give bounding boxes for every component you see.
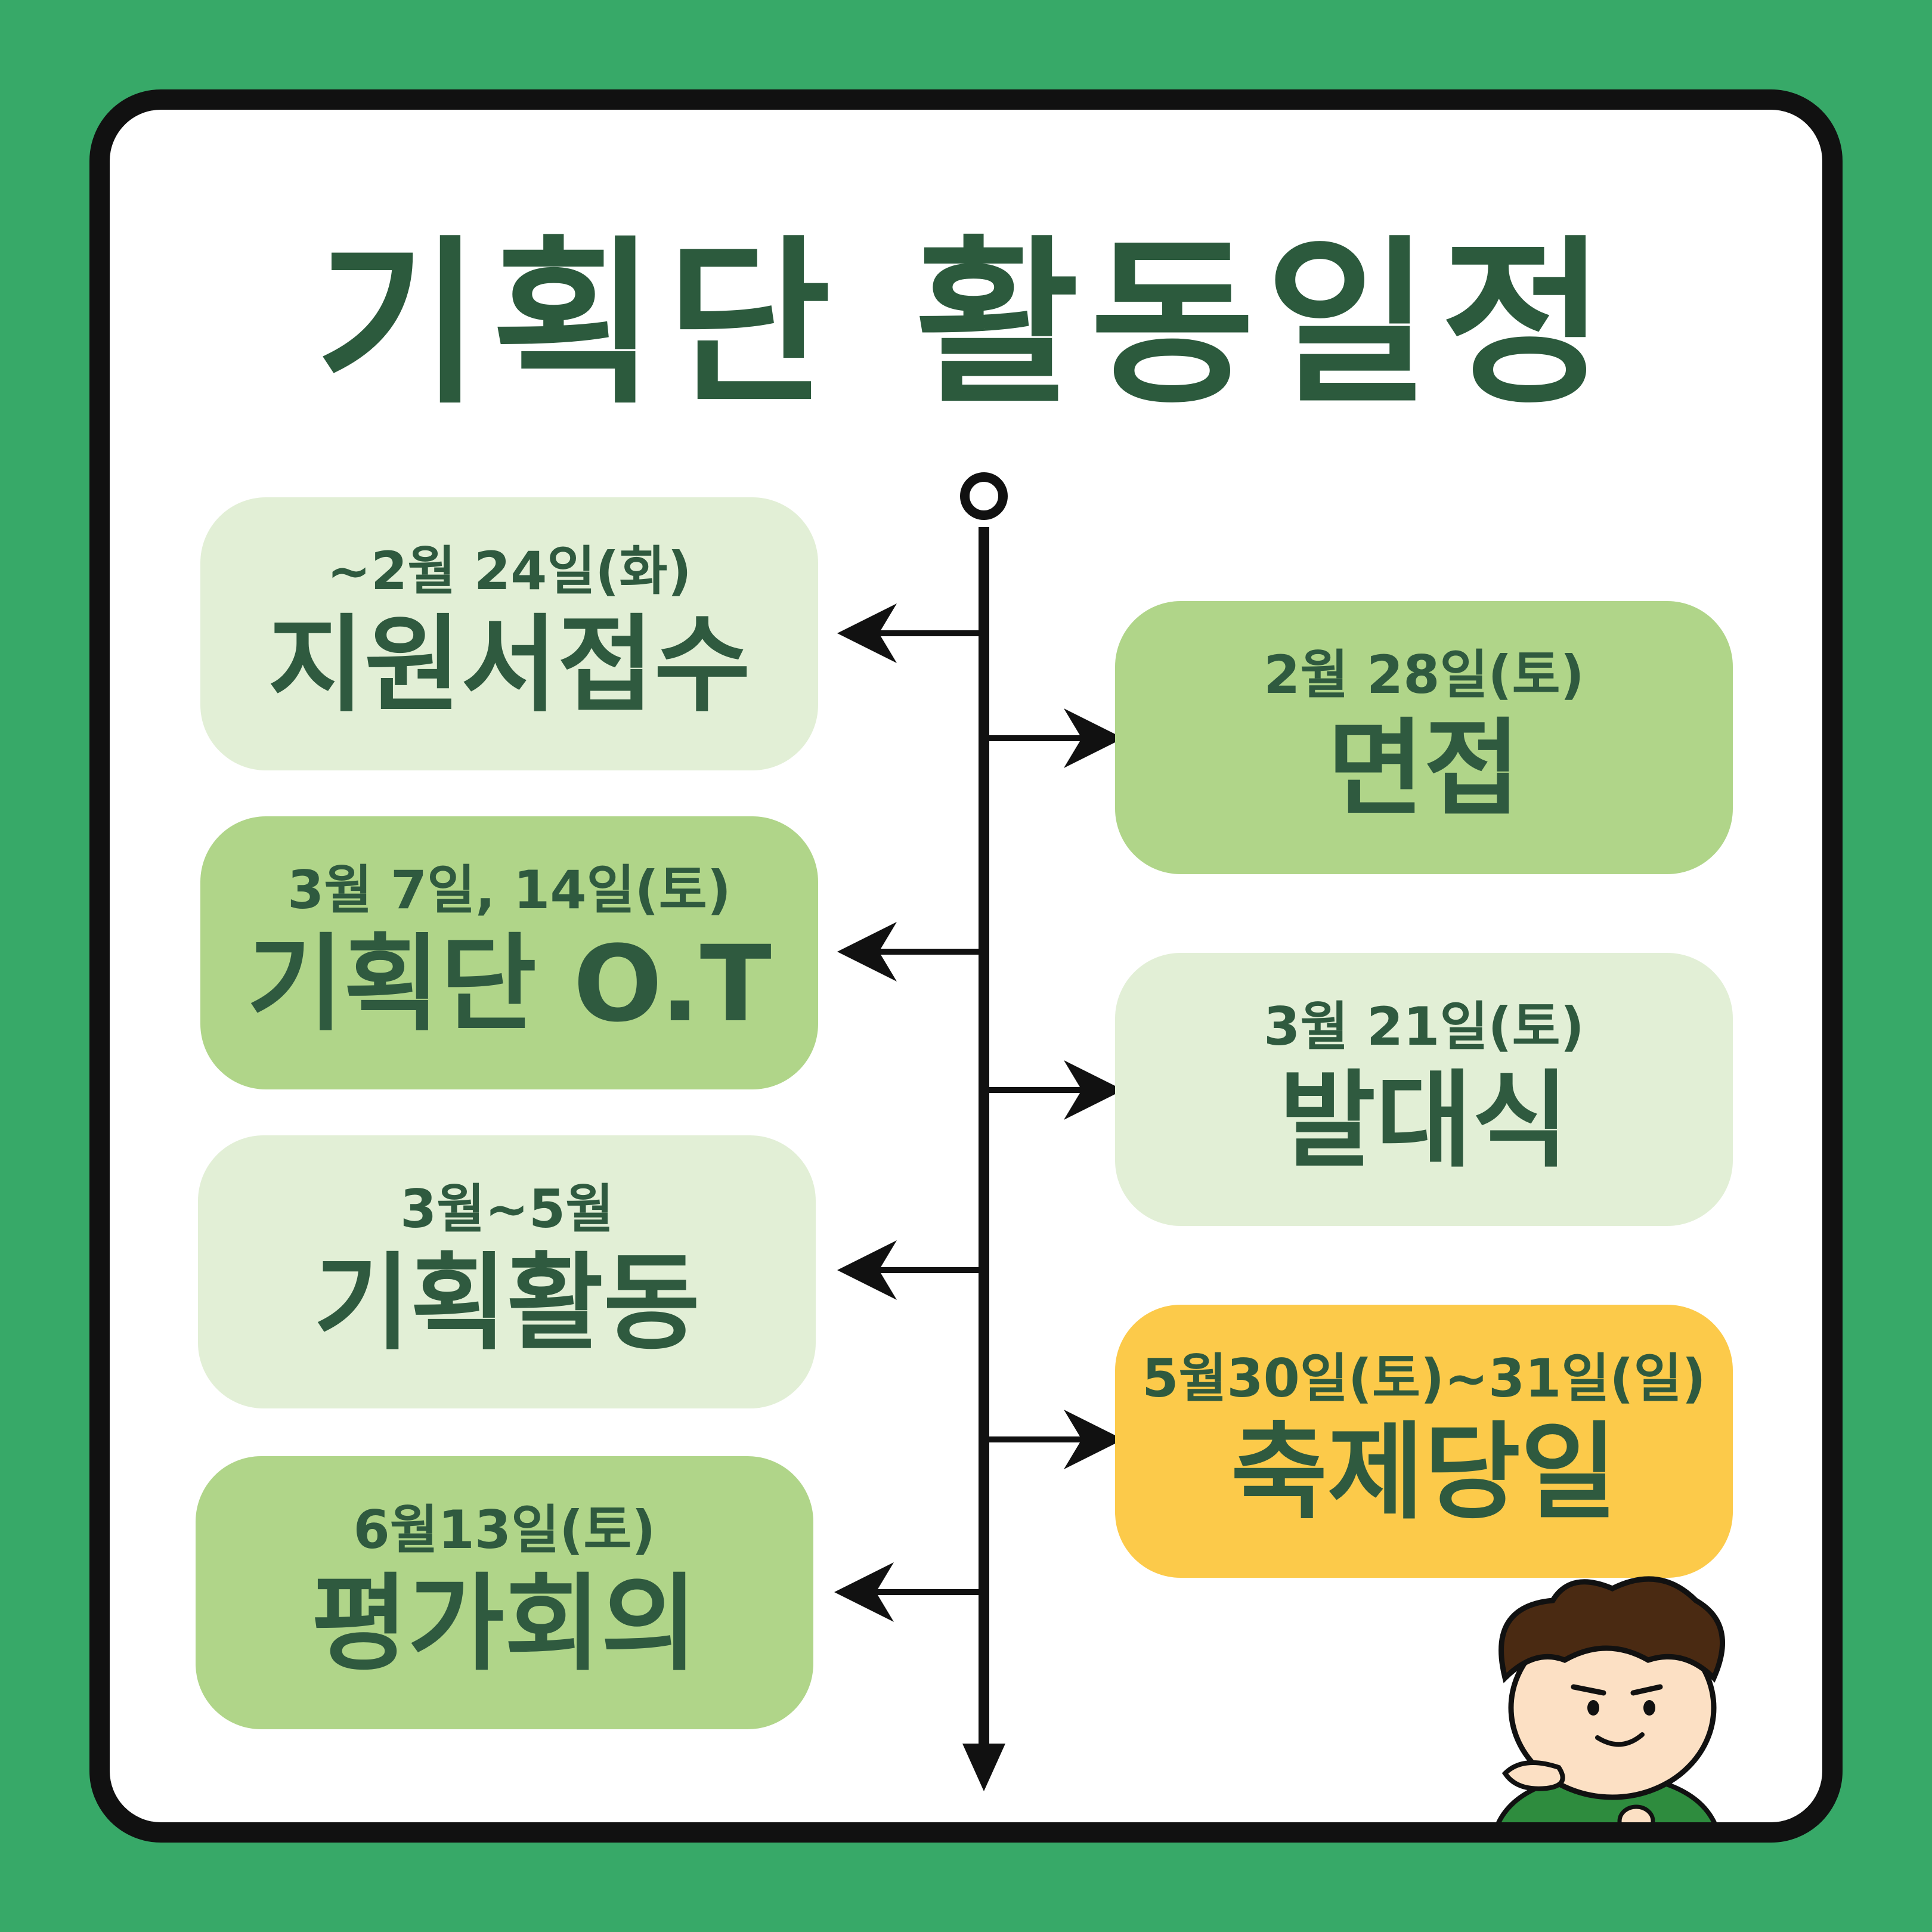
schedule-date: 3월 7일, 14일(토) [287,859,731,921]
schedule-name: 면접 [1327,707,1521,830]
schedule-name: 축제당일 [1231,1411,1617,1534]
schedule-item-planning-activity: 3월~5월 기획활동 [198,1135,816,1408]
schedule-item-launch-ceremony: 3월 21일(토) 발대식 [1115,953,1733,1226]
schedule-date: 2월 28일(토) [1264,643,1584,705]
schedule-date: 6월13일(토) [353,1498,656,1561]
schedule-item-application: ~2월 24일(화) 지원서접수 [200,497,818,770]
schedule-name: 지원서접수 [268,603,751,726]
schedule-name: 기획활동 [314,1241,700,1364]
schedule-date: 3월~5월 [400,1178,614,1240]
schedule-item-festival-day: 5월30일(토)~31일(일) 축제당일 [1115,1305,1733,1578]
schedule-card: 기획단 활동일정 ~2월 24일(화) 지원서접수 3월 7일, 14일(토) … [89,89,1843,1843]
timeline-down-arrowhead [962,1744,1005,1791]
schedule-date: 3월 21일(토) [1264,995,1584,1057]
schedule-date: 5월30일(토)~31일(일) [1142,1347,1706,1409]
schedule-name: 발대식 [1279,1059,1569,1182]
schedule-name: 평가회의 [311,1562,698,1685]
timeline-diagram [834,472,1123,1791]
mascot-character-icon [1496,1576,1725,1822]
schedule-date: ~2월 24일(화) [327,540,692,602]
schedule-item-interview: 2월 28일(토) 면접 [1115,601,1733,874]
timeline-start-node [960,472,1008,520]
schedule-name: 기획단 O.T [247,922,772,1045]
schedule-item-orientation: 3월 7일, 14일(토) 기획단 O.T [200,816,818,1089]
schedule-item-evaluation-meeting: 6월13일(토) 평가회의 [196,1456,813,1729]
page-title: 기획단 활동일정 [315,220,1617,428]
